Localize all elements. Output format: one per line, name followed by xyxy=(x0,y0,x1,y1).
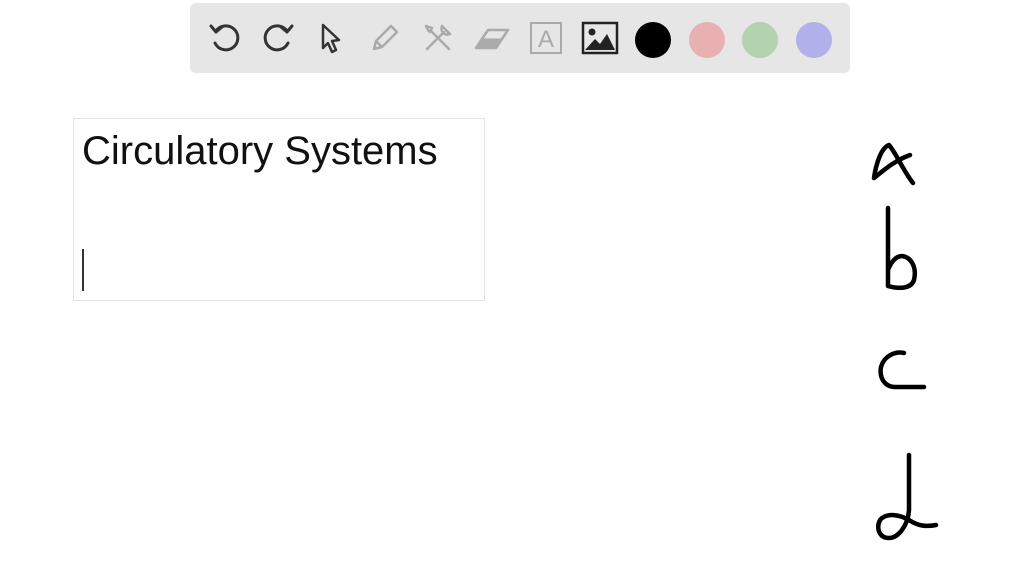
undo-icon xyxy=(207,20,243,56)
text-tool-button[interactable]: A xyxy=(527,19,565,57)
text-tool-glyph: A xyxy=(538,26,554,53)
color-swatch-black[interactable] xyxy=(635,22,671,58)
select-tool-button[interactable] xyxy=(312,19,350,57)
text-cursor xyxy=(82,249,84,291)
text-box-icon: A xyxy=(528,20,564,56)
color-swatch-green[interactable] xyxy=(742,22,778,58)
handwritten-letter-b xyxy=(885,205,917,291)
select-pointer-icon xyxy=(313,20,349,56)
color-swatch-pink[interactable] xyxy=(689,22,725,58)
eraser-tool-button[interactable] xyxy=(473,19,511,57)
text-box[interactable]: Circulatory Systems xyxy=(73,118,485,301)
redo-button[interactable] xyxy=(259,19,297,57)
redo-icon xyxy=(260,20,296,56)
undo-button[interactable] xyxy=(206,19,244,57)
handwritten-letter-d xyxy=(876,452,939,541)
toolbar: A xyxy=(190,3,850,73)
text-box-title: Circulatory Systems xyxy=(82,129,438,173)
pen-tool-button[interactable] xyxy=(366,19,404,57)
eraser-icon xyxy=(472,20,512,56)
tools-icon xyxy=(420,20,456,56)
image-icon xyxy=(581,21,619,55)
color-swatch-lavender[interactable] xyxy=(796,22,832,58)
tools-button[interactable] xyxy=(419,19,457,57)
handwritten-letter-c xyxy=(878,350,927,390)
insert-image-button[interactable] xyxy=(581,19,619,57)
handwritten-letter-a xyxy=(871,142,916,186)
pen-icon xyxy=(367,20,403,56)
